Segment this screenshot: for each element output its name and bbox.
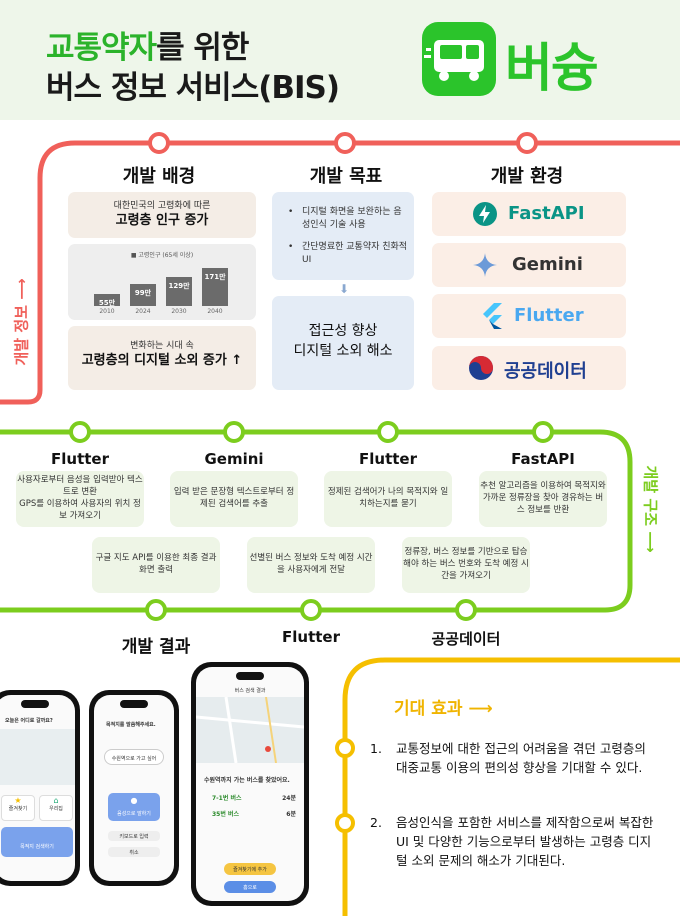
chart-bar: 129만 xyxy=(166,277,192,306)
section-title-effects: 기대 효과 ⟶ xyxy=(394,699,493,719)
search-destination-button[interactable]: 목적지 검색하기 xyxy=(1,827,73,857)
card-aging: 대한민국의 고령화에 따른 고령층 인구 증가 xyxy=(68,192,256,238)
station-dot xyxy=(455,599,477,621)
route-map xyxy=(196,696,304,764)
card-digital-exclusion: 변화하는 시대 속 고령층의 디지털 소외 증가 ↑ xyxy=(68,326,256,390)
env-card-fastapi: FastAPI xyxy=(432,192,626,236)
struct-title-gemini: Gemini xyxy=(204,450,264,468)
station-dot xyxy=(334,132,356,154)
phone-home-screen: 오늘은 어디로 갈까요? ★ 즐겨찾기 ⌂ 우리집 목적지 검색하기 xyxy=(0,690,80,886)
chart-year-label: 2040 xyxy=(207,308,223,315)
goal-bullet: 디지털 화면을 보완하는 음성인식 기술 사용 xyxy=(286,206,408,231)
taegeuk-icon xyxy=(469,356,493,380)
chart-year-label: 2024 xyxy=(135,308,151,315)
chart-bar: 55만 xyxy=(94,294,120,307)
phone-voice-screen: 목적지를 말씀해주세요. 수원역으로 가고 싶어 ● 음성으로 말하기 키보드로… xyxy=(89,690,179,886)
chart-year-label: 2010 xyxy=(99,308,115,315)
station-dot xyxy=(223,421,245,443)
station-dot xyxy=(335,738,355,758)
struct-box-voice-input: 사용자로부터 음성을 입력받아 텍스트로 변환 GPS를 이용하여 사용자의 위… xyxy=(16,471,144,527)
brand-logo: 버슝 xyxy=(505,39,599,99)
struct-box-google-map: 구글 지도 API를 이용한 최종 결과 화면 출력 xyxy=(92,537,220,593)
section-title-goal: 개발 목표 xyxy=(309,166,383,187)
bus-route-row[interactable]: 35번 버스 6분 xyxy=(212,811,296,818)
home-icon: ⌂ xyxy=(53,796,59,805)
fastapi-icon xyxy=(473,202,497,226)
cancel-button[interactable]: 취소 xyxy=(108,847,160,857)
page-title: 교통약자를 위한 xyxy=(46,30,249,66)
station-dot xyxy=(148,132,170,154)
env-card-gemini: Gemini xyxy=(432,243,626,287)
section-title-env: 개발 환경 xyxy=(490,166,564,187)
home-button[interactable]: ⌂ 우리집 xyxy=(39,795,73,821)
add-favorite-button[interactable]: 즐겨찾기에 추가 xyxy=(224,863,276,875)
map-thumbnail xyxy=(0,729,75,785)
effect-item: 2. 음성인식을 포함한 서비스를 제작함으로써 복잡한 UI 및 다양한 기능… xyxy=(370,815,654,868)
struct-title-flutter-3: Flutter xyxy=(282,628,340,646)
header: 교통약자를 위한 버스 정보 서비스(BIS) 버슝 xyxy=(0,0,680,120)
station-dot xyxy=(335,813,355,833)
struct-box-confirm-destination: 정제된 검색어가 나의 목적지와 일치하는지를 묻기 xyxy=(324,471,452,527)
down-arrow-icon: ⬇ xyxy=(338,282,350,296)
card-goal-result: 접근성 향상 디지털 소외 해소 xyxy=(272,296,414,390)
section-title-result: 개발 결과 xyxy=(121,637,191,657)
mic-button[interactable]: ● 음성으로 말하기 xyxy=(108,793,160,821)
goal-bullets: 디지털 화면을 보완하는 음성인식 기술 사용 간단명료한 교통약자 친화적 U… xyxy=(286,206,408,276)
struct-title-fastapi: FastAPI xyxy=(511,450,575,468)
bus-route-row[interactable]: 7-1번 버스 24분 xyxy=(212,795,296,802)
struct-title-flutter-2: Flutter xyxy=(359,450,417,468)
chart-bar: 99만 xyxy=(130,284,156,306)
phone-result-screen: 버스 검색 결과 수원역까지 가는 버스를 찾았어요. 7-1번 버스 24분 … xyxy=(191,662,309,906)
struct-title-public-data: 공공데이터 xyxy=(431,630,501,648)
mic-icon: ● xyxy=(130,796,138,805)
chart-bar: 171만 xyxy=(202,268,228,306)
struct-box-fetch-bus: 정류장, 버스 정보를 기반으로 탑승해야 하는 버스 번호와 도착 예정 시간… xyxy=(402,537,530,593)
struct-box-recommend: 추천 알고리즘을 이용하여 목적지와 가까운 정류장을 찾아 경유하는 버스 정… xyxy=(479,471,607,527)
env-card-public-data: 공공데이터 xyxy=(432,346,626,390)
station-dot xyxy=(377,421,399,443)
station-dot xyxy=(300,599,322,621)
side-label-planning: 개발 정보 ⟶ xyxy=(12,278,31,366)
favorites-button[interactable]: ★ 즐겨찾기 xyxy=(1,795,35,821)
env-card-flutter: Flutter xyxy=(432,294,626,338)
struct-box-deliver-info: 선별된 버스 정보와 도착 예정 시간을 사용자에게 전달 xyxy=(247,537,375,593)
struct-title-flutter-1: Flutter xyxy=(51,450,109,468)
effect-item: 1. 교통정보에 대한 접근의 어려움을 겪던 고령층의 대중교통 이용의 편의… xyxy=(370,741,646,775)
gemini-icon xyxy=(473,253,497,277)
side-label-structure: 개발 구조 ⟶ xyxy=(641,465,660,553)
speech-bubble: 수원역으로 가고 싶어 xyxy=(104,749,164,765)
chart-year-label: 2030 xyxy=(171,308,187,315)
bus-logo-icon xyxy=(422,22,496,96)
flutter-icon xyxy=(483,303,502,329)
station-dot xyxy=(145,599,167,621)
page-subtitle: 버스 정보 서비스(BIS) xyxy=(46,70,340,106)
keyboard-input-button[interactable]: 키보드로 입력 xyxy=(108,831,160,841)
goal-bullet: 간단명료한 교통약자 친화적 UI xyxy=(286,241,408,266)
section-title-background: 개발 배경 xyxy=(122,166,196,187)
star-icon: ★ xyxy=(14,796,22,805)
station-dot xyxy=(532,421,554,443)
struct-box-keyword-extract: 입력 받은 문장형 텍스트로부터 정제된 검색어를 추출 xyxy=(170,471,298,527)
go-home-button[interactable]: 홈으로 xyxy=(224,881,276,893)
station-dot xyxy=(516,132,538,154)
station-dot xyxy=(69,421,91,443)
